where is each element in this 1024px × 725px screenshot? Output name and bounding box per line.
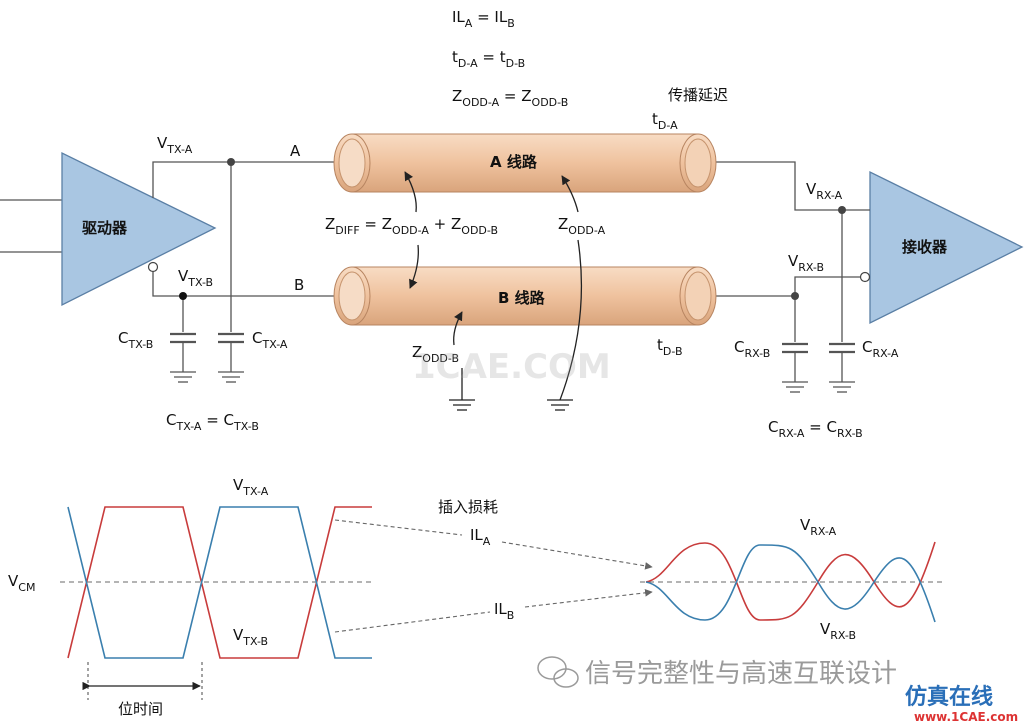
rx-b-waveform-blue: [645, 544, 936, 623]
svg-text:VTX-A: VTX-A: [157, 134, 193, 156]
svg-text:ZDIFF = ZODD-A + ZODD-B: ZDIFF = ZODD-A + ZODD-B: [325, 215, 498, 237]
zdiff-equation: ZDIFF = ZODD-A + ZODD-B: [325, 215, 498, 237]
c-tx-a-label: CTX-A: [252, 329, 288, 351]
td-b-label: tD-B: [657, 336, 682, 358]
rx-wiring: [716, 161, 870, 393]
equation-zodd: ZODD-A = ZODD-B: [452, 87, 568, 109]
vcm-label: VCM: [8, 572, 35, 594]
node-a-label: A: [290, 142, 301, 160]
watermark-center: 1CAE.COM: [412, 347, 611, 387]
svg-text:VRX-A: VRX-A: [806, 180, 843, 202]
junction-dot: [179, 292, 187, 300]
v-rx-a-label: VRX-A: [806, 180, 843, 202]
tx-a-waveform-red: [67, 506, 372, 659]
svg-text:CTX-B: CTX-B: [118, 329, 153, 351]
svg-text:VTX-B: VTX-B: [233, 626, 268, 648]
watermark-site-url: www.1CAE.com: [914, 710, 1018, 724]
zodd-b-label: ZODD-B: [412, 343, 459, 365]
svg-text:VRX-B: VRX-B: [820, 620, 856, 642]
svg-text:tD-A = tD-B: tD-A = tD-B: [452, 48, 525, 70]
v-rx-a-wave-label: VRX-A: [800, 516, 837, 538]
v-tx-a-label: VTX-A: [157, 134, 193, 156]
svg-text:VCM: VCM: [8, 572, 35, 594]
equation-il: ILA = ILB: [452, 8, 515, 30]
c-tx-b-label: CTX-B: [118, 329, 153, 351]
rx-a-waveform-red: [645, 541, 936, 621]
bit-time-label: 位时间: [118, 700, 163, 718]
watermark-site-cn: 仿真在线: [905, 684, 993, 710]
junction-dot: [838, 206, 846, 214]
il-a-label: ILA: [470, 526, 491, 548]
tx-b-waveform-blue: [67, 506, 372, 659]
v-rx-b-label: VRX-B: [788, 252, 824, 274]
svg-text:CRX-A = CRX-B: CRX-A = CRX-B: [768, 418, 863, 440]
svg-text:CTX-A = CTX-B: CTX-A = CTX-B: [166, 411, 259, 433]
c-rx-a-label: CRX-A: [862, 338, 899, 360]
driver-buffer: 驱动器: [0, 151, 217, 307]
watermark-wechat: 信号完整性与高速互联设计: [585, 659, 897, 689]
insertion-loss-label: 插入损耗: [438, 498, 498, 516]
il-b-label: ILB: [494, 600, 514, 622]
c-rx-equation: CRX-A = CRX-B: [768, 418, 863, 440]
receiver-buffer: 接收器: [859, 170, 1024, 325]
svg-text:ZODD-A = ZODD-B: ZODD-A = ZODD-B: [452, 87, 568, 109]
svg-text:tD-A: tD-A: [652, 110, 678, 132]
transmission-line-b: B 线路: [333, 266, 717, 326]
line-b-label: B 线路: [498, 289, 546, 307]
svg-text:ILA = ILB: ILA = ILB: [452, 8, 515, 30]
line-a-label: A 线路: [490, 153, 538, 171]
svg-text:VTX-A: VTX-A: [233, 476, 269, 498]
zdiff-arrows: [404, 171, 583, 411]
tx-wiring: [152, 161, 340, 383]
bit-time-marker: [82, 662, 203, 700]
insertion-loss-arrows: [334, 519, 653, 633]
v-rx-b-wave-label: VRX-B: [820, 620, 856, 642]
driver-label: 驱动器: [82, 219, 128, 237]
svg-text:VTX-B: VTX-B: [178, 267, 213, 289]
v-tx-b-label: VTX-B: [178, 267, 213, 289]
svg-text:ILA: ILA: [470, 526, 491, 548]
svg-text:VRX-B: VRX-B: [788, 252, 824, 274]
svg-text:tD-B: tD-B: [657, 336, 682, 358]
svg-text:VRX-A: VRX-A: [800, 516, 837, 538]
v-tx-a-wave-label: VTX-A: [233, 476, 269, 498]
svg-text:CTX-A: CTX-A: [252, 329, 288, 351]
inverting-output-bubble: [147, 261, 159, 273]
v-tx-b-wave-label: VTX-B: [233, 626, 268, 648]
junction-dot: [227, 158, 235, 166]
equation-td: tD-A = tD-B: [452, 48, 525, 70]
zodd-a-label: ZODD-A: [558, 215, 606, 237]
svg-text:ZODD-A: ZODD-A: [558, 215, 606, 237]
svg-text:CRX-A: CRX-A: [862, 338, 899, 360]
wechat-icon: [537, 656, 579, 688]
td-a-label: tD-A: [652, 110, 678, 132]
svg-text:CRX-B: CRX-B: [734, 338, 770, 360]
receiver-label: 接收器: [902, 238, 948, 256]
node-b-label: B: [294, 276, 304, 294]
svg-text:ZODD-B: ZODD-B: [412, 343, 459, 365]
c-rx-b-label: CRX-B: [734, 338, 770, 360]
transmission-line-a: A 线路: [333, 133, 717, 193]
inverting-input-bubble: [859, 271, 871, 283]
propagation-delay-label: 传播延迟: [668, 86, 728, 104]
c-tx-equation: CTX-A = CTX-B: [166, 411, 259, 433]
svg-text:ILB: ILB: [494, 600, 514, 622]
junction-dot: [791, 292, 799, 300]
